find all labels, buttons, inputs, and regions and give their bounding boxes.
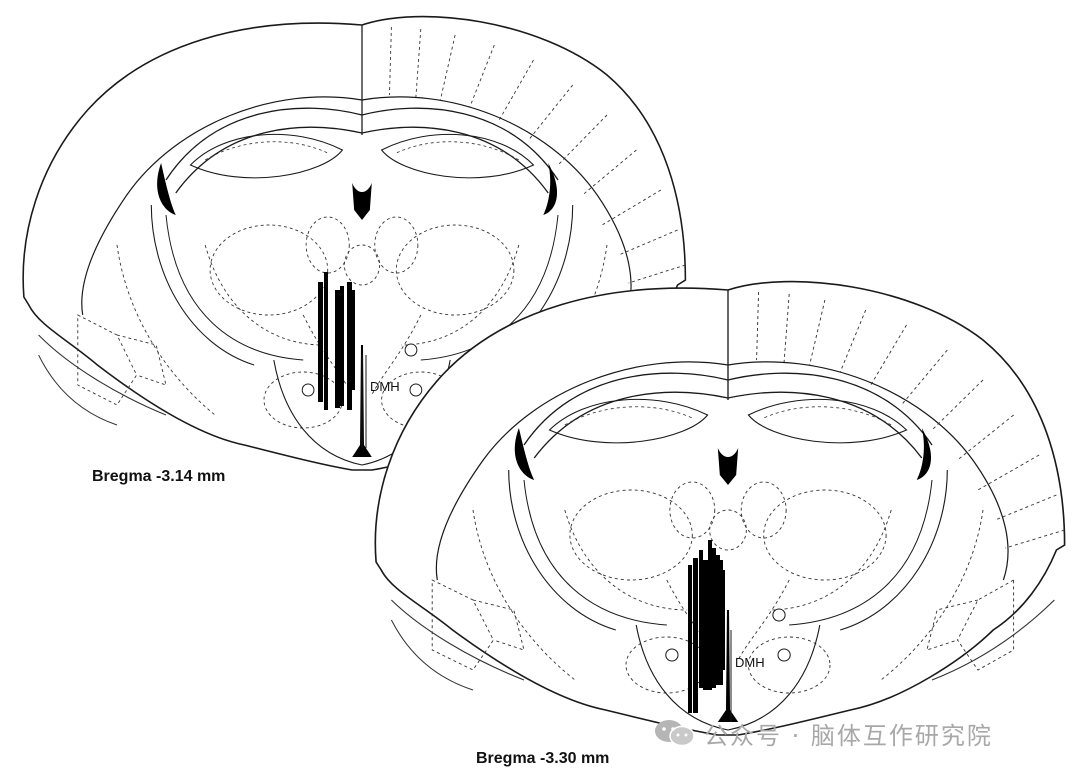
wechat-icon — [655, 720, 695, 747]
region-label-dmh-1: DMH — [370, 379, 400, 394]
watermark: 公众号 · 脑体互作研究院 — [652, 718, 993, 750]
coronal-section-2: DMH — [374, 280, 1066, 736]
cannula-tracks-1 — [318, 272, 355, 410]
coronal-section-1: DMH — [22, 15, 687, 471]
section-2-caption: Bregma -3.30 mm — [476, 750, 610, 767]
region-label-dmh-2: DMH — [735, 655, 765, 670]
cannula-tracks-2 — [688, 540, 725, 713]
watermark-text: 公众号 · 脑体互作研究院 — [704, 721, 993, 750]
section-1-caption: Bregma -3.14 mm — [92, 468, 226, 485]
